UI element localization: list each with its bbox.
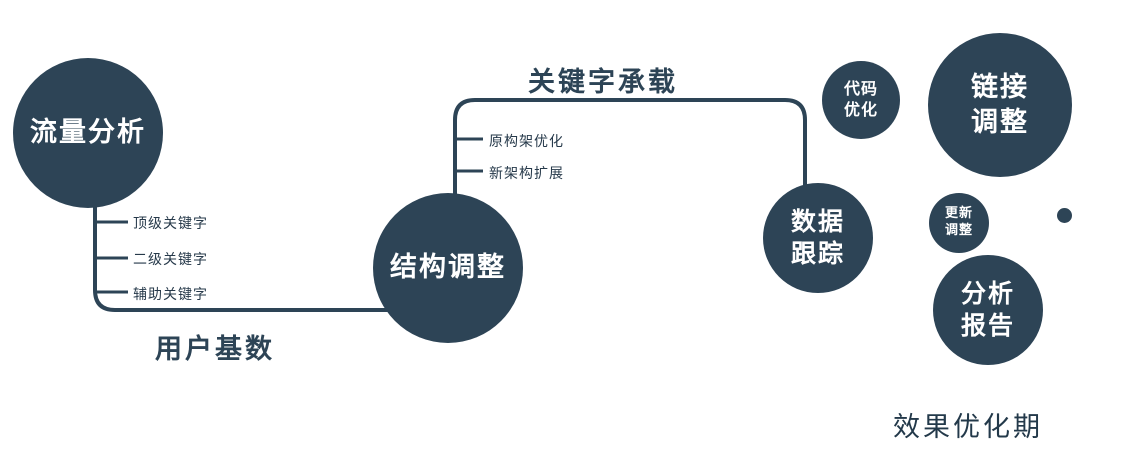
- node-traffic-analysis-label: 流量分析: [30, 117, 146, 149]
- node-structure-adjust-label: 结构调整: [390, 252, 506, 284]
- node-code-optimize: 代码 优化: [822, 61, 900, 139]
- node-data-tracking-line2: 跟踪: [790, 239, 845, 268]
- node-link-adjust: 链接 调整: [928, 33, 1072, 177]
- node-analysis-report-line1: 分析: [960, 278, 1015, 308]
- node-structure-adjust: 结构调整: [373, 193, 523, 343]
- node-traffic-analysis: 流量分析: [13, 58, 163, 208]
- branch-label-second-keyword: 二级关键字: [133, 252, 208, 268]
- node-data-tracking: 数据 跟踪: [763, 183, 873, 293]
- dot-marker: [1057, 208, 1072, 223]
- edge-label-user-base: 用户基数: [155, 334, 275, 365]
- node-data-tracking-line1: 数据: [790, 206, 845, 236]
- edge-label-keyword-carrying: 关键字承载: [528, 67, 678, 98]
- node-code-optimize-line2: 优化: [843, 100, 878, 119]
- node-link-adjust-line2: 调整: [971, 107, 1029, 138]
- branch-label-orig-architecture: 原构架优化: [489, 134, 564, 150]
- branch-label-top-keyword: 顶级关键字: [133, 216, 208, 232]
- node-update-adjust-line1: 更新: [944, 206, 973, 222]
- node-analysis-report-line2: 报告: [960, 311, 1015, 340]
- node-analysis-report: 分析 报告: [933, 255, 1043, 365]
- edge-structure-to-tracking: [453, 98, 807, 200]
- branch-label-new-architecture: 新架构扩展: [489, 166, 564, 182]
- node-link-adjust-line1: 链接: [971, 71, 1029, 103]
- caption-effect-optimization: 效果优化期: [893, 412, 1043, 443]
- branch-label-aux-keyword: 辅助关键字: [133, 287, 208, 303]
- node-update-adjust-line2: 调整: [944, 223, 973, 238]
- edge-traffic-to-structure: [93, 190, 448, 312]
- node-code-optimize-line1: 代码: [843, 79, 878, 99]
- node-update-adjust: 更新 调整: [929, 193, 989, 253]
